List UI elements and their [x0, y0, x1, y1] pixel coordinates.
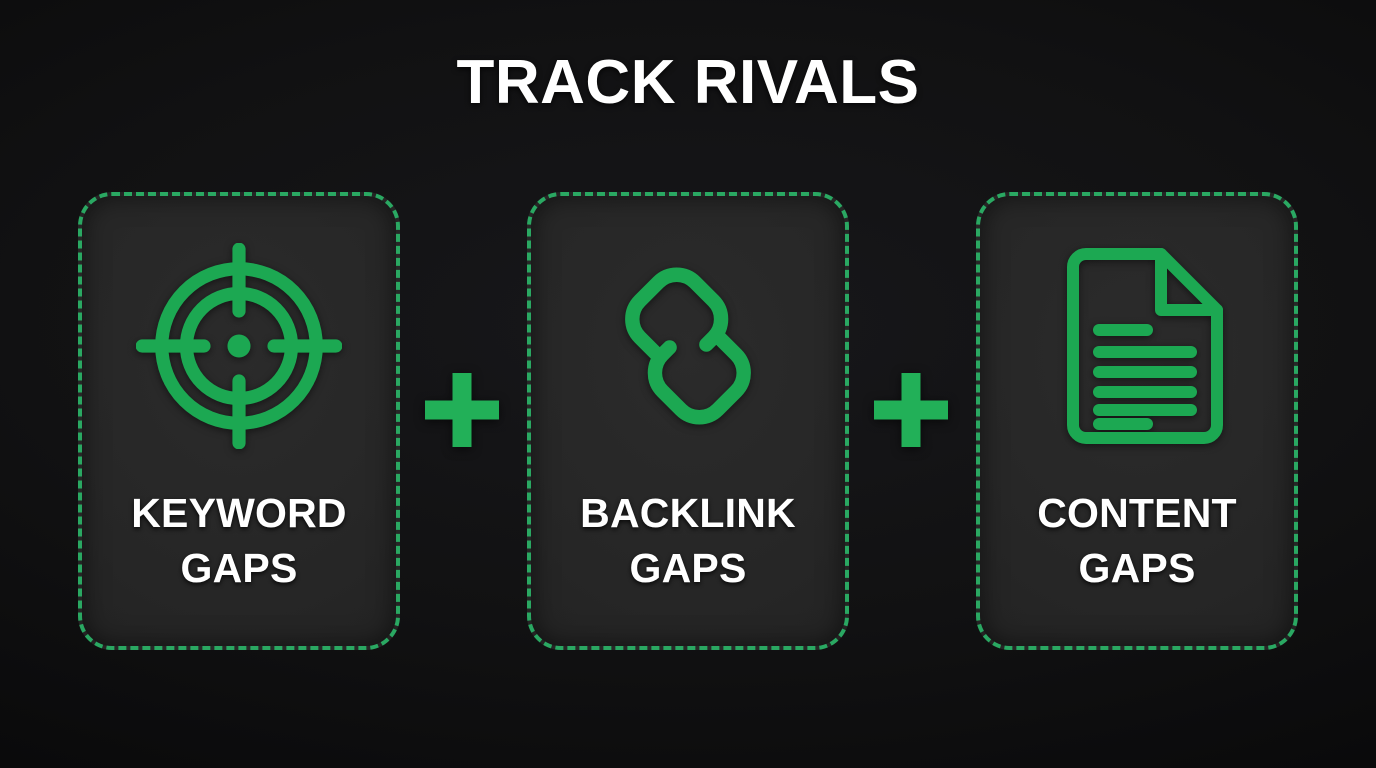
card-label-line-2: GAPS [180, 545, 298, 591]
card-content-gaps[interactable]: CONTENT GAPS [976, 192, 1298, 650]
card-label-line-1: BACKLINK [580, 490, 796, 536]
card-label-line-1: CONTENT [1037, 490, 1237, 536]
card-label: KEYWORD GAPS [82, 486, 396, 596]
card-backlink-gaps[interactable]: BACKLINK GAPS [527, 192, 849, 650]
plus-icon [874, 373, 948, 447]
document-lines-icon [1031, 240, 1243, 452]
card-label: CONTENT GAPS [980, 486, 1294, 596]
target-crosshair-icon [133, 240, 345, 452]
page-title: TRACK RIVALS [456, 48, 920, 117]
card-label-line-2: GAPS [629, 545, 747, 591]
cards-row: KEYWORD GAPS BACKLINK GAPS [78, 192, 1298, 650]
card-label: BACKLINK GAPS [531, 486, 845, 596]
card-keyword-gaps[interactable]: KEYWORD GAPS [78, 192, 400, 650]
card-label-line-2: GAPS [1078, 545, 1196, 591]
plus-icon [425, 373, 499, 447]
card-label-line-1: KEYWORD [131, 490, 347, 536]
chain-link-icon [582, 240, 794, 452]
